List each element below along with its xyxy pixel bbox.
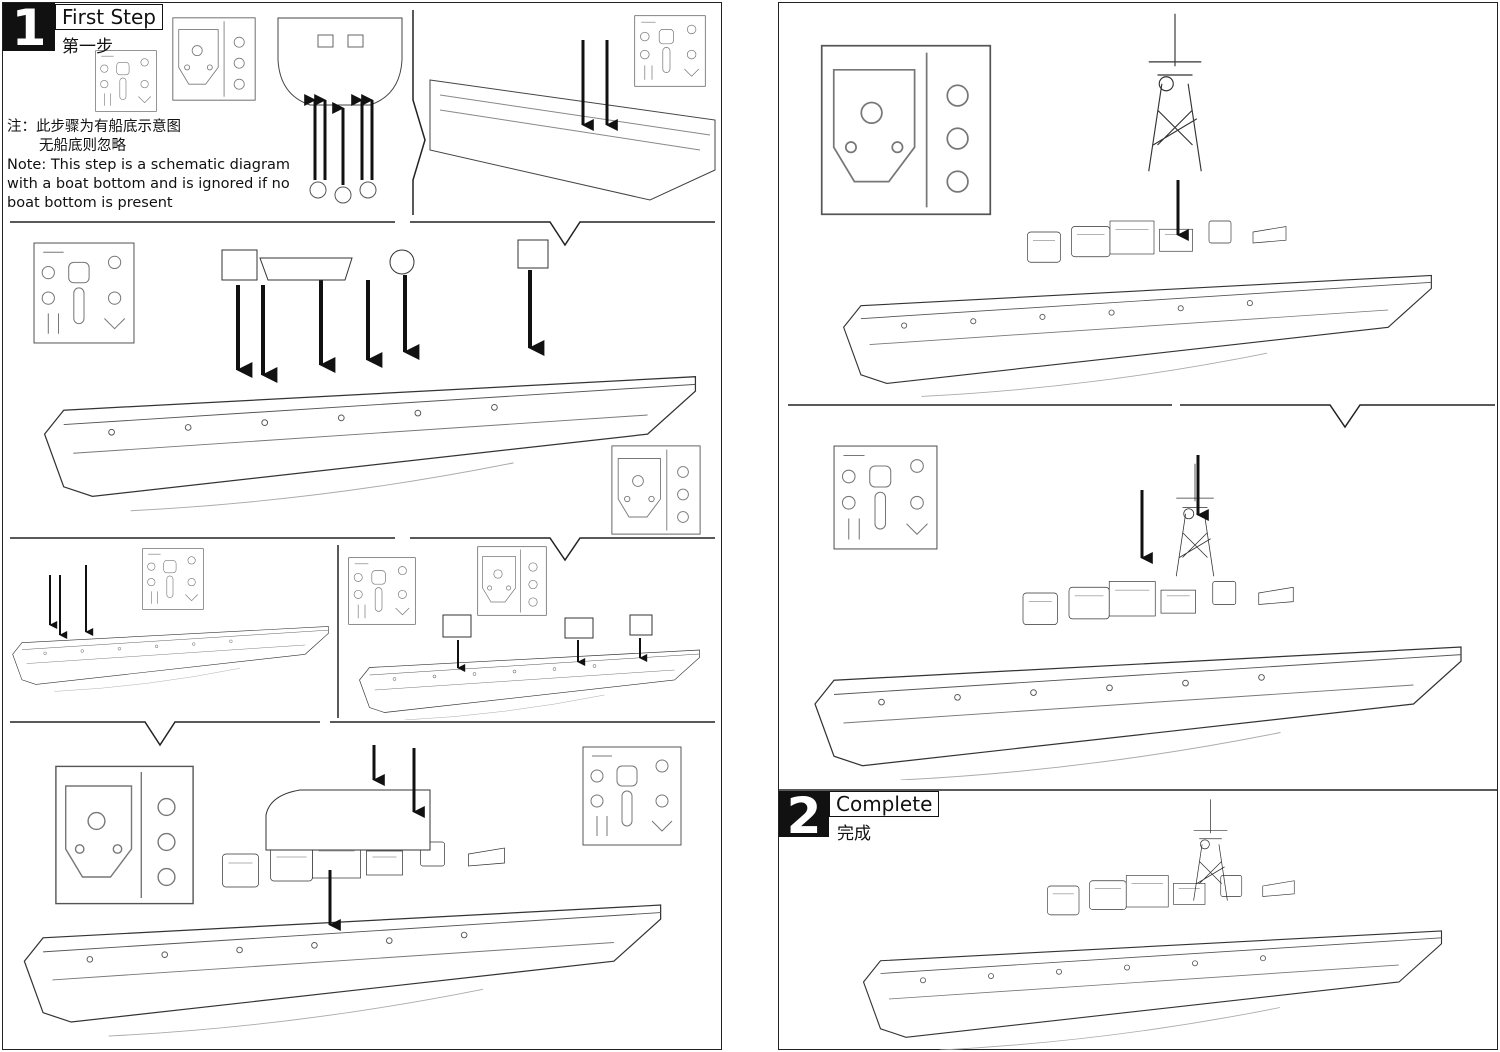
step-note: 注：此步骤为有船底示意图 无船底则忽略 Note: This step is a… xyxy=(7,118,290,213)
right-page xyxy=(778,2,1498,1050)
left-page xyxy=(2,2,722,1050)
note-cn-line1: 注：此步骤为有船底示意图 xyxy=(7,119,181,135)
note-en-line1: Note: This step is a schematic diagram xyxy=(7,157,290,173)
note-cn-line2: 无船底则忽略 xyxy=(39,138,126,154)
step-1-title-cn: 第一步 xyxy=(62,37,113,57)
step-2-number: 2 xyxy=(779,791,829,841)
step-2-title: Complete xyxy=(829,791,940,817)
step-1-title: First Step xyxy=(55,4,163,30)
note-en-line2: with a boat bottom and is ignored if no xyxy=(7,176,290,192)
panel-dividers xyxy=(10,10,1498,791)
part-arrows xyxy=(236,270,545,383)
stern-closeup xyxy=(429,15,716,201)
step-2-title-cn: 完成 xyxy=(837,824,871,844)
step-1-number: 1 xyxy=(3,3,55,53)
note-en-line3: boat bottom is present xyxy=(7,195,173,211)
hull-bottom-illustration xyxy=(277,17,403,204)
